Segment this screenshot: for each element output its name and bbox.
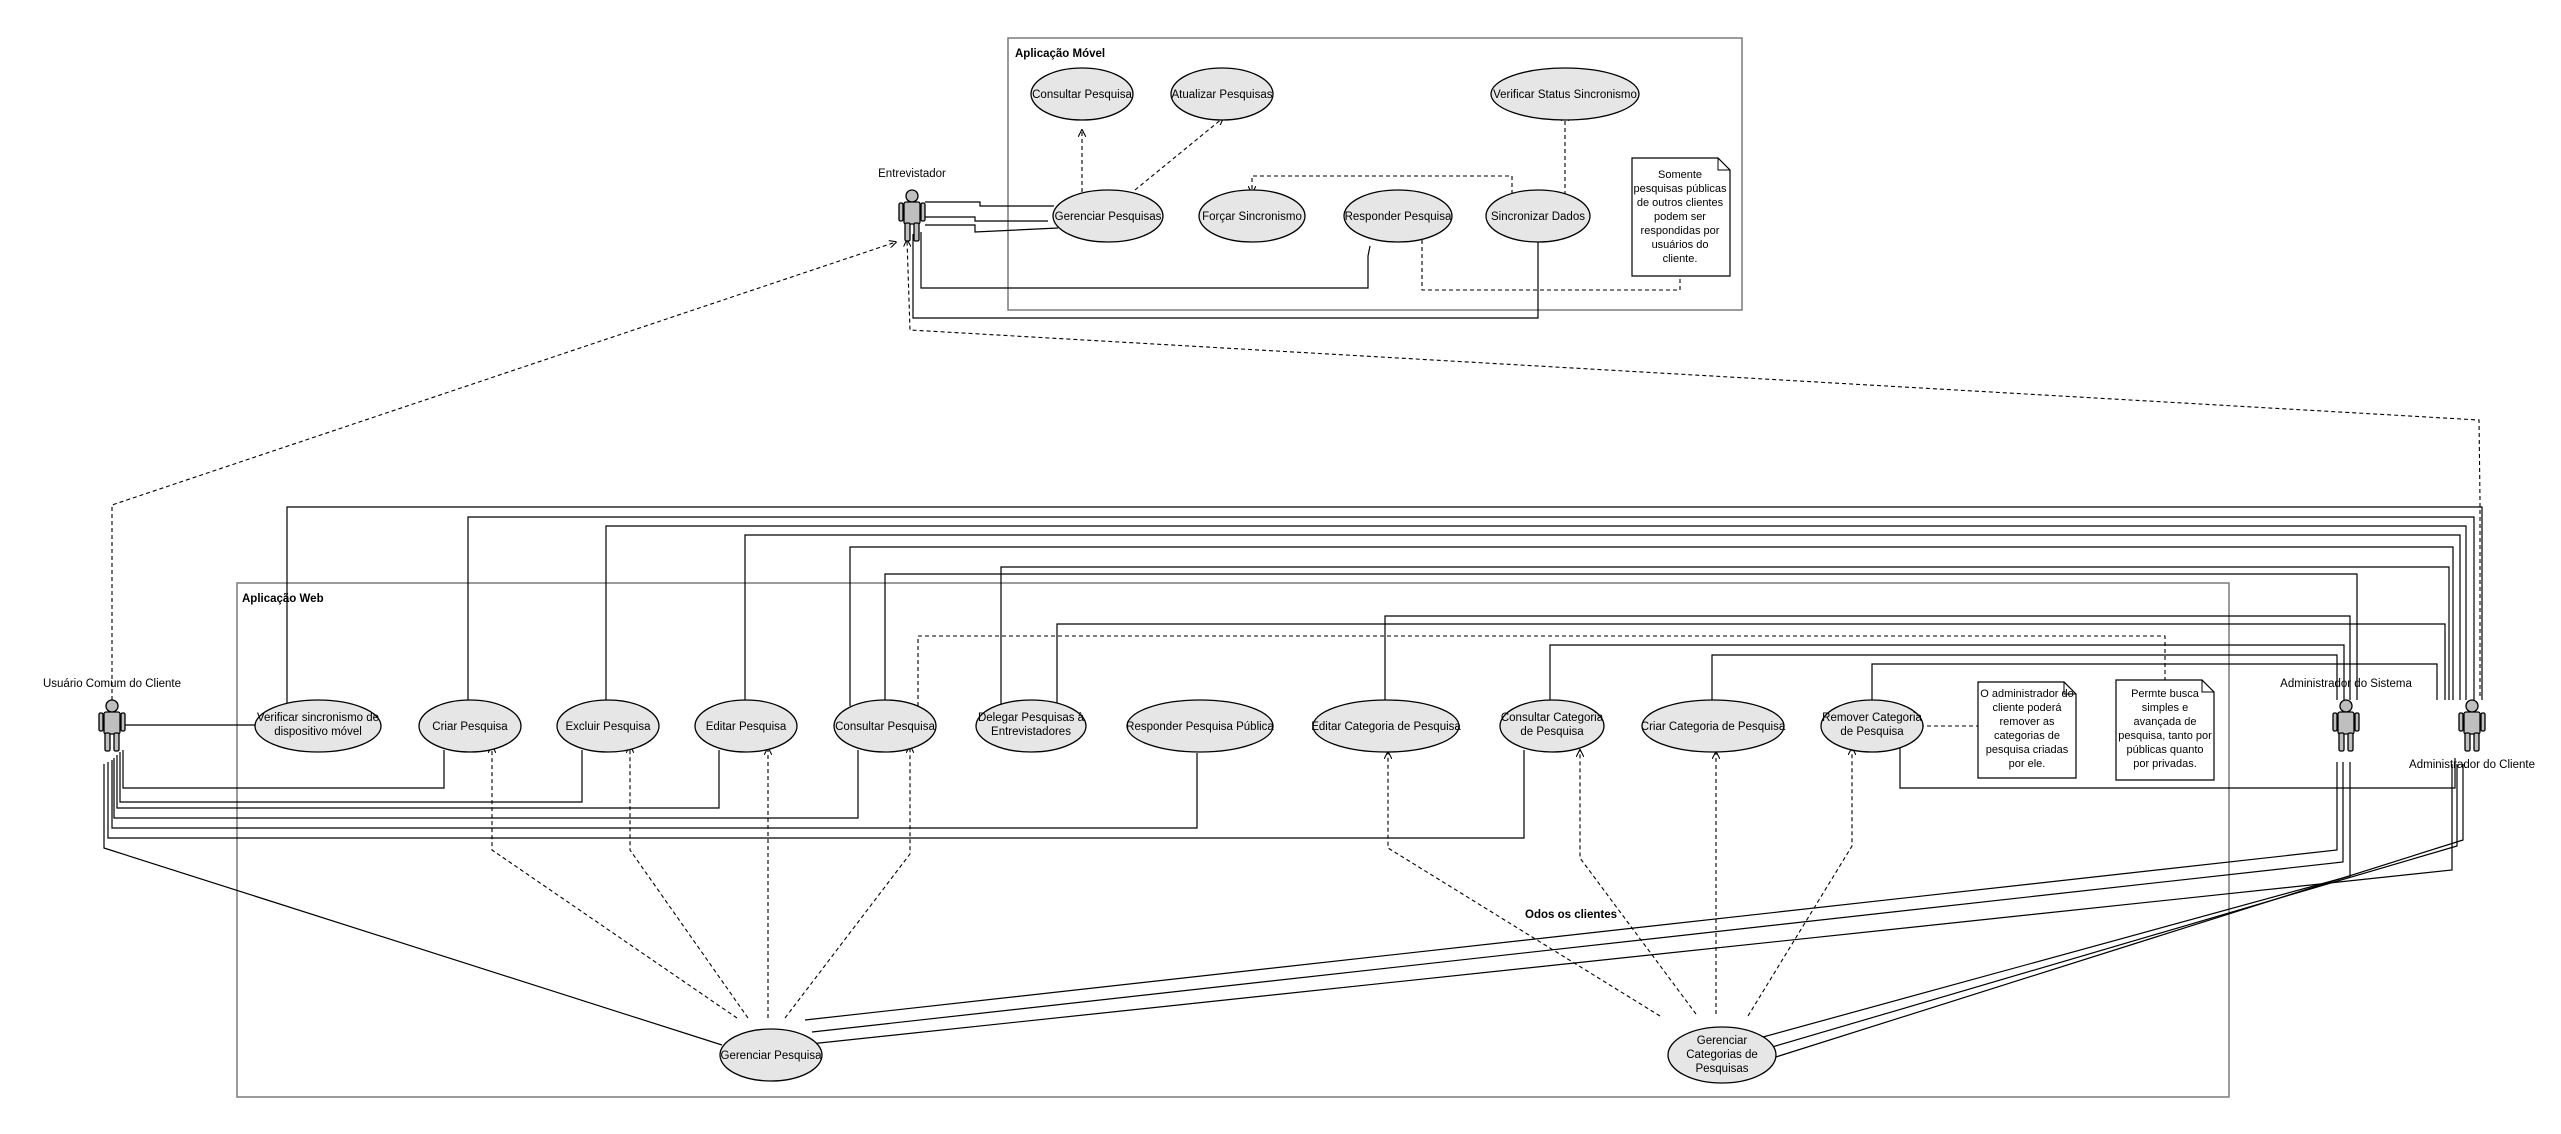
note-line: remover as (1999, 716, 2055, 728)
note-line: usuários do (1652, 239, 1709, 251)
actor-label: Entrevistador (878, 168, 946, 180)
actor-administrador-sistema[interactable]: Administrador do Sistema (2280, 678, 2412, 752)
uc-label-line2: de Pesquisa (1840, 726, 1904, 738)
note-line: cliente poderá (1992, 702, 2062, 714)
uc-label-line1: Verificar sincronismo de (257, 712, 379, 724)
uc-label: Consultar Pesquisa (835, 721, 935, 733)
uc-label-line2: Categorias de (1686, 1049, 1758, 1061)
uc-mobile-atualizar-pesquisas[interactable]: Atualizar Pesquisas (1170, 67, 1274, 121)
uc-web-consultar-pesquisa[interactable]: Consultar Pesquisa (833, 699, 937, 753)
actor-entrevistador[interactable]: Entrevistador (878, 168, 946, 242)
uc-web-criar-categoria[interactable]: Criar Categoria de Pesquisa (1641, 699, 1786, 753)
uc-web-editar-pesquisa[interactable]: Editar Pesquisa (694, 699, 798, 753)
uc-web-delegar-pesquisas[interactable]: Delegar Pesquisas à Entrevistadores (975, 699, 1087, 753)
uc-label: Sincronizar Dados (1491, 211, 1585, 223)
note-admin-remove-categories: O administrador do cliente poderá remove… (1977, 681, 2077, 779)
uc-label-line2: Entrevistadores (991, 726, 1071, 738)
label-todos-clientes: Odos os clientes (1525, 909, 1617, 921)
uc-label: Criar Pesquisa (432, 721, 508, 733)
uc-label: Responder Pesquisa (1345, 211, 1452, 223)
mobile-app-boundary: Aplicação Móvel (1007, 37, 1743, 311)
actor-administrador-cliente[interactable]: Administrador do Cliente (2409, 699, 2535, 771)
uc-label-line2: dispositivo móvel (274, 726, 362, 738)
uc-label-line2: de Pesquisa (1520, 726, 1584, 738)
note-mobile-public-surveys: Somente pesquisas públicas de outros cli… (1631, 157, 1731, 277)
note-line: por privadas. (2133, 758, 2197, 770)
uc-label: Gerenciar Pesquisas (1055, 211, 1162, 223)
uc-label: Verificar Status Sincronismo (1493, 89, 1637, 101)
uc-web-criar-pesquisa[interactable]: Criar Pesquisa (418, 699, 522, 753)
uc-label: Editar Pesquisa (706, 721, 787, 733)
mobile-boundary-title: Aplicação Móvel (1015, 48, 1105, 60)
uc-label: Gerenciar Pesquisa (721, 1050, 823, 1062)
uc-label: Consultar Pesquisa (1032, 89, 1132, 101)
note-line: pesquisas públicas (1634, 183, 1727, 195)
uc-label-line1: Remover Categoria (1822, 712, 1922, 724)
note-line: pesquisa criadas (1986, 744, 2069, 756)
uc-web-excluir-pesquisa[interactable]: Excluir Pesquisa (556, 699, 660, 753)
note-line: podem ser (1654, 211, 1706, 223)
uc-web-verificar-sincronismo[interactable]: Verificar sincronismo de dispositivo móv… (254, 699, 382, 753)
uc-mobile-forcar-sincronismo[interactable]: Forçar Sincronismo (1198, 189, 1306, 243)
uc-mobile-verificar-status[interactable]: Verificar Status Sincronismo (1490, 67, 1640, 121)
note-line: categorias de (1994, 730, 2060, 742)
uc-label-line1: Gerenciar (1697, 1035, 1748, 1047)
note-line: simples e (2142, 702, 2188, 714)
uc-web-responder-publica[interactable]: Responder Pesquisa Pública (1126, 699, 1274, 753)
uc-mobile-responder-pesquisa[interactable]: Responder Pesquisa (1343, 189, 1453, 243)
web-app-boundary: Aplicação Web (236, 582, 2230, 1098)
uc-mobile-consultar-pesquisa[interactable]: Consultar Pesquisa (1030, 67, 1134, 121)
actor-usuario-comum[interactable]: Usuário Comum do Cliente (43, 678, 181, 752)
actor-label: Administrador do Cliente (2409, 759, 2535, 771)
uc-label: Excluir Pesquisa (565, 721, 651, 733)
uc-label: Forçar Sincronismo (1202, 211, 1302, 223)
uc-label-line3: Pesquisas (1695, 1063, 1748, 1075)
uc-web-gerenciar-pesquisa[interactable]: Gerenciar Pesquisa (719, 1028, 823, 1082)
uc-label: Responder Pesquisa Pública (1126, 721, 1274, 733)
note-line: cliente. (1663, 253, 1698, 265)
actor-label: Administrador do Sistema (2280, 678, 2412, 690)
note-line: O administrador do (1980, 688, 2074, 700)
uc-web-editar-categoria[interactable]: Editar Categoria de Pesquisa (1311, 699, 1461, 753)
uc-label: Atualizar Pesquisas (1172, 89, 1273, 101)
uc-web-consultar-categoria[interactable]: Consultar Categoria de Pesquisa (1499, 699, 1605, 753)
note-line: de outros clientes (1637, 197, 1724, 209)
dependencies (111, 114, 2481, 1019)
note-line: Permte busca (2131, 688, 2200, 700)
uc-label-line1: Delegar Pesquisas à (978, 712, 1085, 724)
actor-label: Usuário Comum do Cliente (43, 678, 181, 690)
uc-label: Criar Categoria de Pesquisa (1641, 721, 1786, 733)
uc-web-remover-categoria[interactable]: Remover Categoria de Pesquisa (1820, 699, 1924, 753)
note-line: pesquisa, tanto por (2118, 730, 2212, 742)
note-search-public-private: Permte busca simples e avançada de pesqu… (2115, 679, 2215, 781)
note-line: respondidas por (1641, 225, 1720, 237)
uc-label: Editar Categoria de Pesquisa (1311, 721, 1461, 733)
note-line: avançada de (2134, 716, 2197, 728)
uc-web-gerenciar-categorias[interactable]: Gerenciar Categorias de Pesquisas (1667, 1026, 1777, 1084)
uc-mobile-sincronizar-dados[interactable]: Sincronizar Dados (1485, 189, 1591, 243)
uc-mobile-gerenciar-pesquisas[interactable]: Gerenciar Pesquisas (1052, 189, 1164, 243)
note-line: públicas quanto (2126, 744, 2203, 756)
associations (103, 201, 2483, 1063)
web-boundary-title: Aplicação Web (242, 593, 324, 605)
note-line: por ele. (2009, 758, 2046, 770)
note-line: Somente (1658, 169, 1702, 181)
uc-label-line1: Consultar Categoria (1501, 712, 1604, 724)
